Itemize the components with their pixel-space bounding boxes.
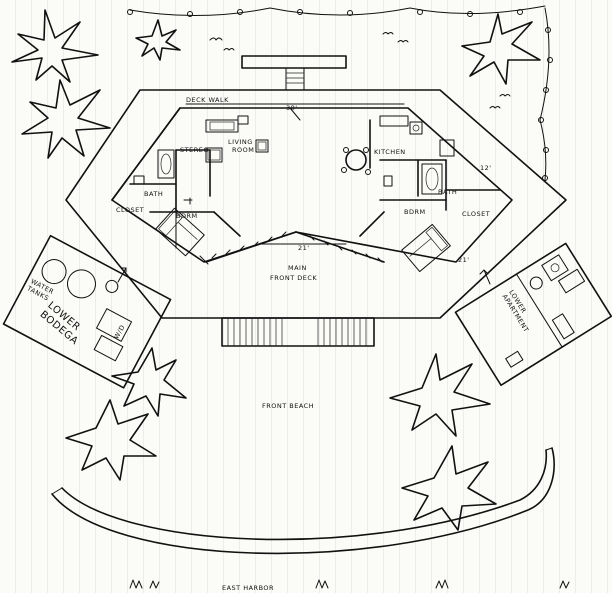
front-beach-label: FRONT BEACH — [262, 402, 314, 410]
living-room-furniture — [205, 115, 269, 163]
bdrm-right-label: BDRM — [404, 208, 426, 216]
main-front-deck-line1: MAIN — [288, 264, 307, 272]
main-front-deck-label: MAIN FRONT DECK — [270, 264, 317, 282]
front-stairs — [221, 317, 375, 347]
living-room-label-line2: ROOM — [232, 146, 254, 154]
wd-label: W/D — [112, 323, 126, 340]
front-deck-railing — [205, 231, 385, 263]
left-wing-rooms — [129, 149, 241, 265]
palm-tree-icon — [21, 79, 111, 159]
kitchen-label: KITCHEN — [374, 148, 406, 156]
dim-top-label: 38' — [286, 104, 298, 112]
palm-tree-icon — [461, 13, 541, 85]
palm-tree-icon — [111, 347, 187, 417]
string-lights — [127, 5, 553, 181]
palm-tree-icon — [389, 353, 491, 437]
lower-bodega-building — [2, 234, 172, 389]
back-stairs — [241, 55, 347, 91]
closet-right-label: CLOSET — [462, 210, 490, 218]
arrow-icon — [117, 267, 127, 283]
living-room-label-line1: LIVING — [228, 138, 253, 146]
palm-tree-icon — [11, 9, 99, 83]
palm-tree-icon — [135, 19, 181, 61]
bdrm-left-label: BDRM — [176, 212, 198, 220]
birds-sketch — [209, 32, 511, 109]
deck-walk-label: DECK WALK — [186, 96, 229, 104]
closet-left-label: CLOSET — [116, 206, 144, 214]
right-wing-rooms — [341, 115, 501, 273]
bath-left-label: BATH — [144, 190, 163, 198]
stereo-label: STEREO — [180, 146, 209, 154]
lower-bodega-label: LOWER BODEGA — [38, 300, 88, 347]
arrow-icon — [479, 269, 491, 285]
east-harbor-label: EAST HARBOR — [222, 584, 274, 592]
grass-tufts — [129, 579, 570, 589]
bath-right-label: BATH — [438, 188, 457, 196]
dim-right-angle-label: 12' — [480, 164, 492, 172]
living-room-label: LIVING ROOM — [228, 138, 255, 154]
palm-tree-icon — [401, 445, 497, 531]
palm-tree-icon — [65, 399, 157, 481]
main-house-outline — [65, 89, 567, 319]
deck-walk-dimension — [185, 103, 405, 121]
dim-front-label: 21' — [298, 244, 310, 252]
lower-apartment-building — [454, 242, 612, 387]
dim-right-side-label: 21' — [458, 256, 470, 264]
shoreline-curve — [51, 447, 555, 555]
lower-apartment-label: LOWER APARTMENT — [501, 289, 538, 334]
main-front-deck-line2: FRONT DECK — [270, 274, 317, 282]
